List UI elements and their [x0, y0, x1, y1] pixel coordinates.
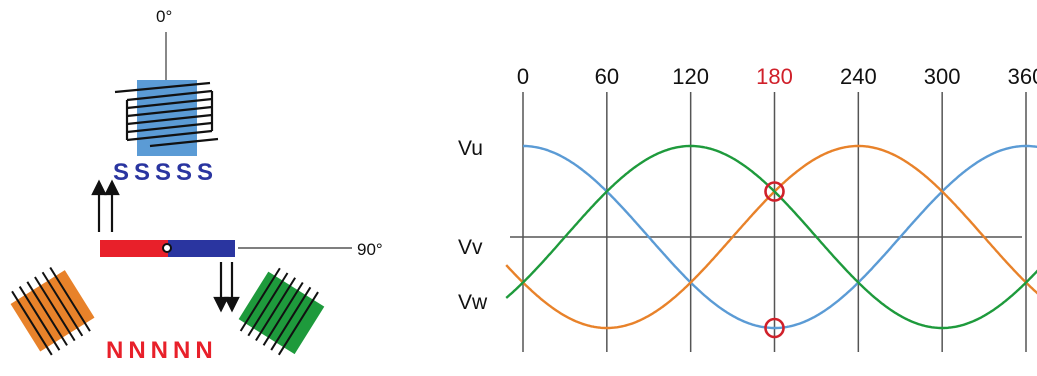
- south-poles-label: SSSSS: [113, 159, 218, 186]
- x-tick-labels: 0 60 120 180 240 300 360: [517, 64, 1037, 89]
- w-coil-core: [238, 271, 325, 355]
- highlight-circle: [764, 317, 785, 339]
- north-poles-label: NNNNN: [106, 337, 218, 364]
- up-arrows: [91, 179, 120, 232]
- x-tick-label: 360: [1008, 64, 1037, 89]
- bar-magnet: [100, 240, 352, 257]
- x-tick-label: 0: [517, 64, 529, 89]
- down-arrows: [213, 262, 240, 313]
- x-tick-label: 240: [840, 64, 877, 89]
- chart-markers: [764, 181, 785, 339]
- x-tick-label: 60: [595, 64, 619, 89]
- row-label: Vv: [458, 236, 483, 259]
- x-tick-label: 120: [672, 64, 709, 89]
- highlight-circle: [764, 181, 785, 202]
- magnet-north-half: [100, 240, 168, 257]
- row-label: Vu: [458, 137, 483, 160]
- v-coil: [10, 266, 95, 356]
- u-coil: [114, 80, 219, 156]
- magnet-south-half: [168, 240, 235, 257]
- v-coil-core: [10, 270, 95, 352]
- angle-label-top: 0°: [156, 7, 172, 26]
- chart-grid: [510, 92, 1027, 352]
- series-line-1: [523, 144, 1037, 330]
- row-label: Vw: [458, 291, 488, 314]
- series-line-2: [505, 144, 1037, 330]
- magnet-pivot: [162, 243, 172, 253]
- motor-schematic: 0° SSSSS: [10, 7, 383, 364]
- x-tick-label: 300: [924, 64, 961, 89]
- angle-label-right: 90°: [357, 240, 383, 259]
- x-tick-label: 180: [756, 64, 793, 89]
- chart-series: [505, 144, 1037, 330]
- series-line-3: [505, 144, 1037, 330]
- w-coil: [238, 267, 325, 356]
